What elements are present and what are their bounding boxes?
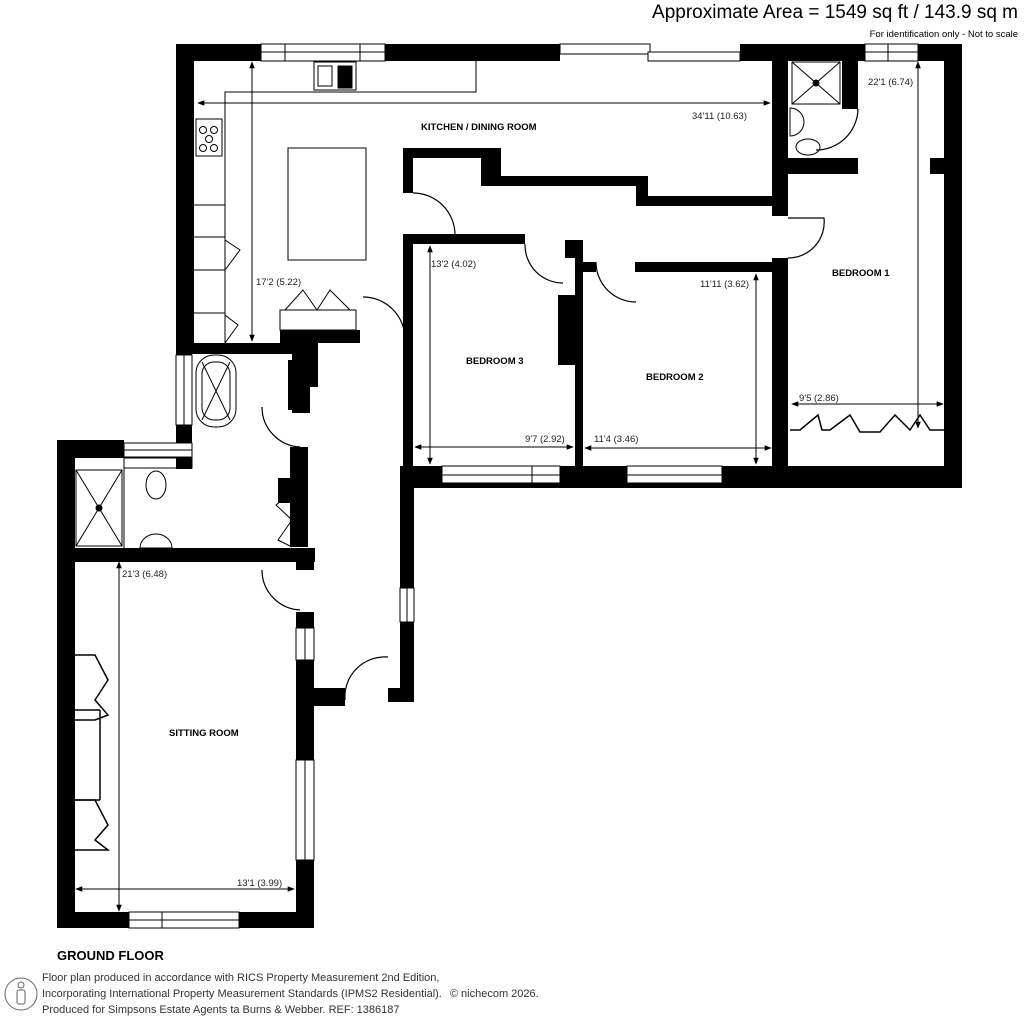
ensuite-toilet-icon xyxy=(795,138,821,156)
footer-line-3: Produced for Simpsons Estate Agents ta B… xyxy=(42,1004,400,1016)
toilet-icon xyxy=(145,470,167,500)
walls xyxy=(57,44,962,928)
doors xyxy=(261,108,859,701)
room-label-kitchen: KITCHEN / DINING ROOM xyxy=(421,122,537,133)
room-label-sitting-room: SITTING ROOM xyxy=(169,728,239,739)
footer-line-2-text: Incorporating International Property Mea… xyxy=(42,988,442,1000)
basin-icon xyxy=(139,533,173,549)
footer-line-2: Incorporating International Property Mea… xyxy=(42,986,539,1002)
room-label-bedroom3: BEDROOM 3 xyxy=(466,356,524,367)
copyright: © nichecom 2026. xyxy=(449,988,539,1000)
room-label-bedroom2: BEDROOM 2 xyxy=(646,372,704,383)
dimension-lines xyxy=(75,61,944,912)
ensuite-shower-icon xyxy=(791,61,841,105)
approximate-area-title: Approximate Area = 1549 sq ft / 143.9 sq… xyxy=(652,2,1018,23)
dim-kitchen-width: 34'11 (10.63) xyxy=(692,111,747,122)
hob-icon xyxy=(195,118,223,157)
footer-disclaimer: Floor plan produced in accordance with R… xyxy=(42,970,539,1018)
dim-sitting-length: 21'3 (6.48) xyxy=(122,569,167,580)
footer-line-1: Floor plan produced in accordance with R… xyxy=(42,972,440,984)
kitchen-fixtures xyxy=(194,61,477,344)
bathroom-fixtures xyxy=(75,354,293,549)
not-to-scale-note: For identification only - Not to scale xyxy=(869,29,1018,40)
room-label-bedroom1: BEDROOM 1 xyxy=(832,268,890,279)
person-icon xyxy=(4,977,38,1011)
dim-bedroom3-length: 13'2 (4.02) xyxy=(431,259,476,270)
kitchen-island xyxy=(287,147,367,261)
dim-bedroom1-width: 9'5 (2.86) xyxy=(799,393,839,404)
dim-sitting-width: 13'1 (3.99) xyxy=(237,878,282,889)
floor-label: GROUND FLOOR xyxy=(57,948,164,963)
windows xyxy=(123,43,919,929)
dim-kitchen-depth: 17'2 (5.22) xyxy=(256,277,301,288)
floor-plan: KITCHEN / DINING ROOM 34'11 (10.63) 17'2… xyxy=(57,43,962,929)
dim-bedroom2-width: 11'4 (3.46) xyxy=(594,434,638,445)
sink-icon xyxy=(313,61,357,91)
dim-bedroom1-length: 22'1 (6.74) xyxy=(868,77,913,88)
dim-bedroom2-length: 11'11 (3.62) xyxy=(700,279,749,290)
shower-tray-icon xyxy=(75,469,123,547)
bath-icon xyxy=(195,354,237,428)
ensuite-fixtures xyxy=(789,61,841,156)
ensuite-basin-icon xyxy=(789,107,805,137)
dim-bedroom3-width: 9'7 (2.92) xyxy=(525,434,565,445)
